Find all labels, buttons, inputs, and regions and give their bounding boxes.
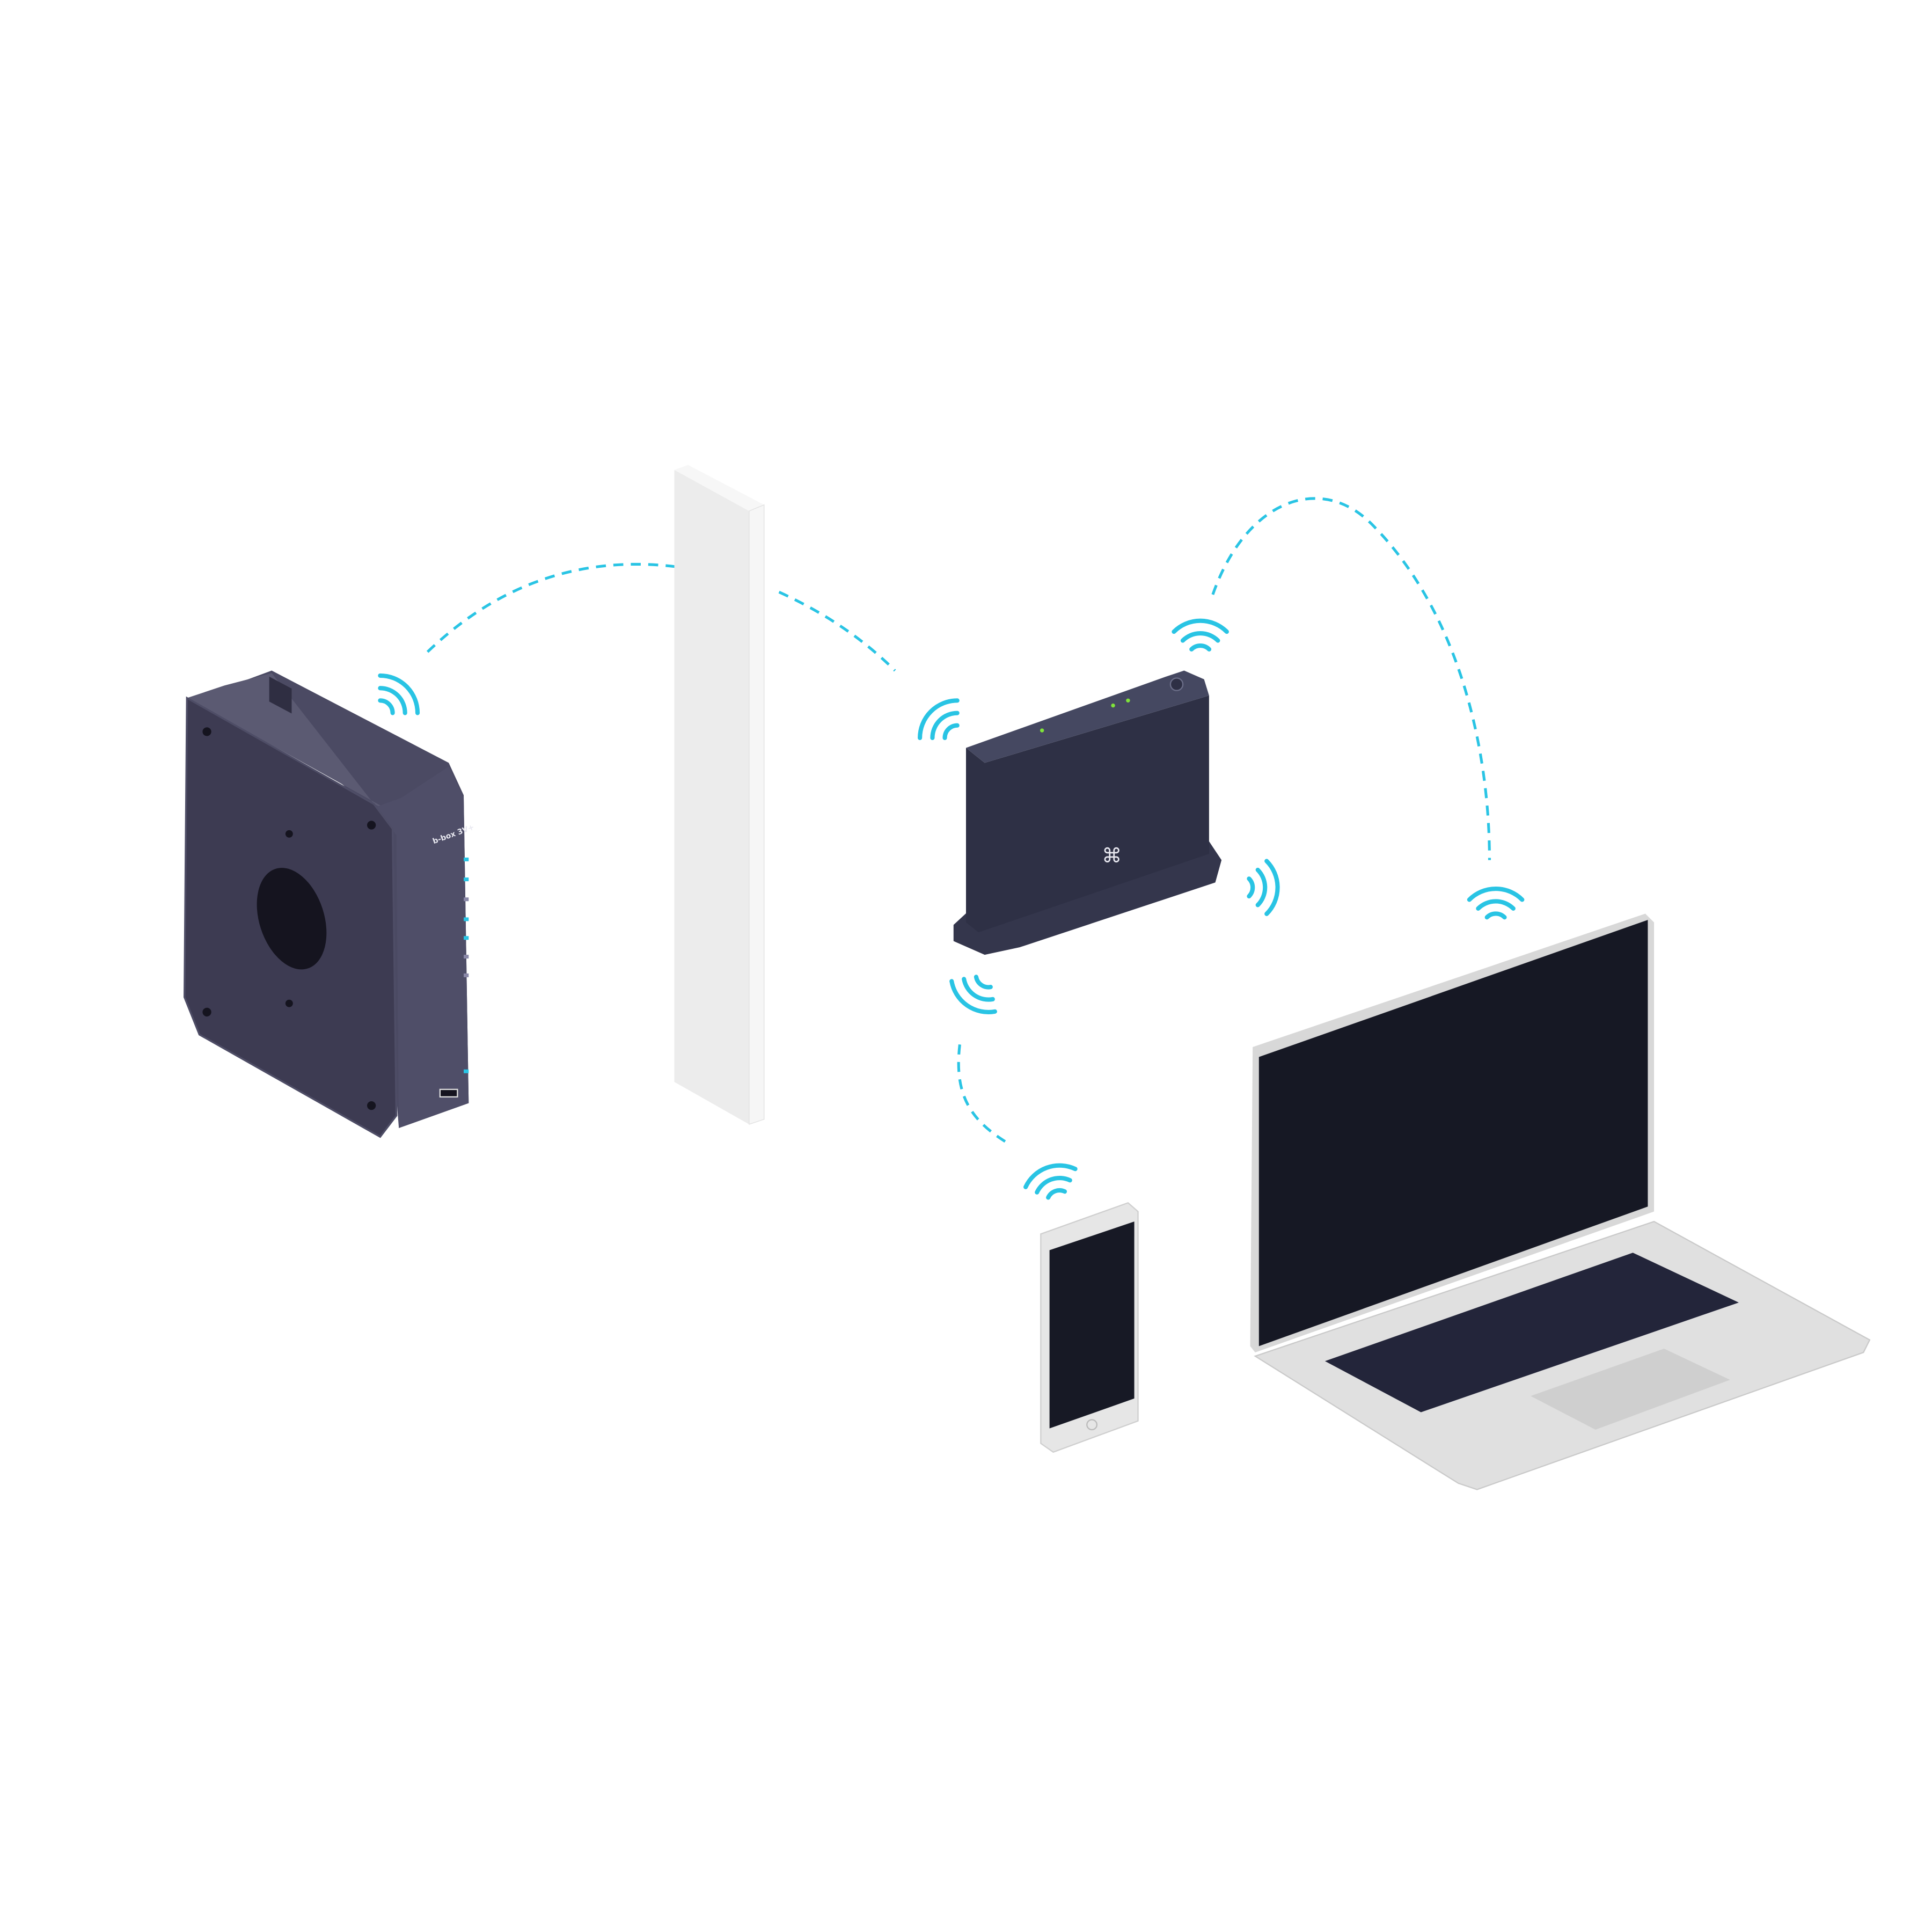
logo-icon: ⌘: [1102, 844, 1122, 867]
wifi-signal-icon: [1249, 861, 1277, 913]
phone-screen: [1049, 1221, 1135, 1429]
connection-router-to-phone: [957, 1044, 1011, 1146]
wps-button[interactable]: [1169, 677, 1184, 691]
b-box-extender: b-box 3V+: [183, 670, 475, 1138]
connection-extender-to-wall: [426, 562, 715, 653]
wifi-signal-icon: [1174, 621, 1226, 649]
wifi-signal-icon: [946, 967, 1005, 1020]
home-button: [1086, 1419, 1098, 1431]
smartphone: [1040, 1202, 1139, 1453]
wifi-signal-icon: [368, 668, 425, 725]
connection-router-to-laptop: [1211, 497, 1491, 860]
wifi-signal-icon: [1022, 1159, 1081, 1204]
wifi-signal-icon: [912, 693, 970, 750]
laptop: [1250, 913, 1871, 1490]
router: ⌘: [953, 670, 1222, 955]
status-leds: [464, 857, 469, 1073]
usb-port: [439, 1088, 458, 1098]
connections: [426, 497, 1491, 1146]
connection-wall-to-router: [778, 590, 896, 672]
trackpad: [1531, 1349, 1730, 1430]
mount-hole: [257, 868, 327, 970]
wall: [674, 465, 765, 1125]
keyboard: [1324, 1253, 1739, 1413]
wifi-signal-icon: [1469, 889, 1522, 917]
laptop-screen: [1258, 920, 1648, 1346]
